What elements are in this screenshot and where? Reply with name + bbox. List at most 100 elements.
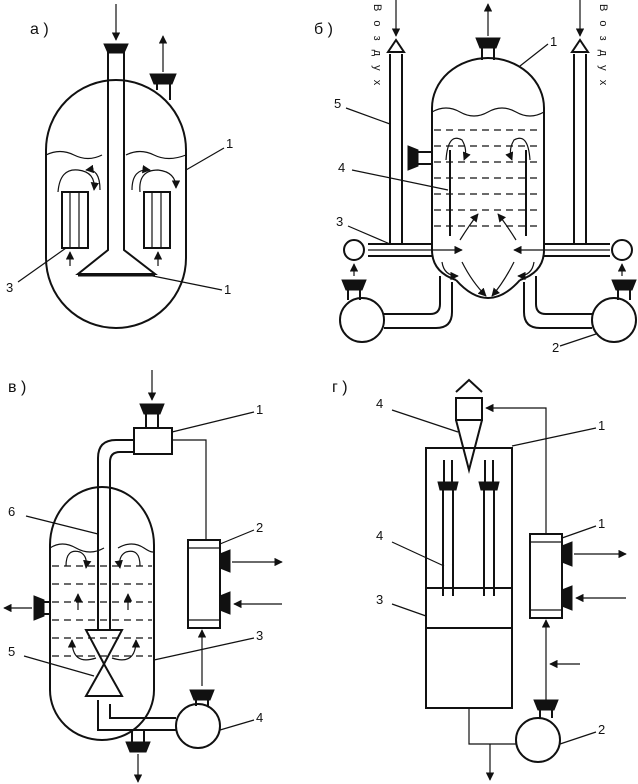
panel-b-pump-neck-right [617,290,631,300]
panel-b-liquid-surface [431,107,545,117]
panel-g-leader [559,731,597,745]
panel-a-coil-left [61,191,89,249]
panel-b-label: 5 [334,96,341,111]
panel-v-ejector-tube [97,439,134,630]
panel-b-leader [559,333,597,347]
panel-v-pump-nozzle [189,689,215,701]
panel-b-spray-arrow [441,261,459,281]
panel-g-label: 1 [598,418,605,433]
panel-v-label: 1 [256,402,263,417]
panel-g: г ) 4 [332,378,627,781]
panel-v-label: 3 [256,628,263,643]
panel-g-gas-line [485,403,547,534]
panel-b-flowmeter-left [343,239,365,261]
panel-a-label: 1 [224,282,231,297]
panel-g-tube-left-neck [443,460,453,482]
panel-b-air-right: В о з д у х [597,4,609,88]
panel-b-leader [519,43,549,67]
panel-b-label: 3 [336,214,343,229]
panel-g-bottom-line [468,708,516,745]
panel-v-label: 2 [256,520,263,535]
panel-v-mixing-neck [145,414,159,428]
panel-a-flow-arrow [57,169,100,193]
panel-b-flowmeter-right [611,239,633,261]
panel-a-leader [17,247,67,283]
panel-a: а ) 1 3 1 [6,4,233,329]
panel-v-leader [219,719,255,731]
panel-b-leader [345,107,391,125]
panel-b-flow-arrow [445,137,471,161]
panel-v-label: 4 [256,710,263,725]
panel-g-leader [511,427,597,447]
panel-b-return-left [384,276,453,329]
panel-v-hx-nozzle-out [219,549,231,573]
panel-b: б ) В о з д у х В о з д у х [314,0,637,355]
panel-a-flow-arrow [131,164,151,191]
panel-v-label: 6 [8,504,15,519]
panel-v-leader [219,529,255,545]
panel-v-return-line [97,700,176,731]
panel-b-pump-neck-left [347,290,361,300]
panel-a-flow-arrow [85,164,101,191]
panel-b-spray-arrow [497,213,517,241]
panel-b-return-right [523,276,592,329]
panel-v-vessel [49,486,155,741]
panel-v-label: 5 [8,644,15,659]
panel-g-cyclone-cap [455,378,483,393]
panel-b-spray-arrow [517,261,535,281]
panel-v-flow-arrow [67,639,97,661]
panel-b-air-left: В о з д у х [371,4,383,88]
panel-g-label: 1 [598,516,605,531]
panel-v-pump-neck [195,700,209,706]
panel-v-side-nozzle [33,595,45,621]
panel-g-pump-nozzle [533,699,559,711]
panel-v-leader [23,655,95,677]
panel-g-hx-nozzle-in [561,585,573,611]
panel-b-vessel-bottom [455,279,521,299]
panel-b-spray-arrow [491,261,515,297]
panel-v-flow-arrow [65,550,92,569]
panel-a-liquid-surface [45,150,187,160]
panel-a-coil-right [143,191,171,249]
panel-v-leader [153,637,255,661]
panel-b-air-pipe-left [389,54,403,244]
panel-b-letter: б ) [314,21,333,38]
panel-g-leader [561,525,597,539]
panel-b-feed-right [544,243,610,257]
panel-g-pump-neck [539,710,553,718]
panel-v-mixing-head-nozzle [139,403,165,415]
panel-v-gas-line [172,439,207,540]
panel-g-hx-nozzle-out [561,541,573,567]
panel-v-letter: в ) [8,379,26,396]
panel-b-label: 1 [550,34,557,49]
panel-g-letter: г ) [332,379,348,396]
panel-g-heat-exchanger [529,533,563,619]
panel-g-label: 2 [598,722,605,737]
panel-v-hx-nozzle-in [219,591,231,615]
panel-v-pump [175,703,221,749]
panel-a-label: 1 [226,136,233,151]
panel-b-air-valve-left [386,38,406,53]
panel-g-label: 4 [376,396,383,411]
panel-g-label: 4 [376,528,383,543]
panel-v-bottom-nozzle [125,741,151,753]
panel-a-leader [147,274,223,291]
panel-a-inlet-nozzle [103,43,129,54]
panel-a-leader [185,147,225,171]
panel-g-leader [391,409,459,433]
panel-g-label: 3 [376,592,383,607]
panel-g-column-middle [425,587,513,629]
panel-g-tube-right [483,490,495,596]
panel-b-leader [351,169,449,191]
panel-b-pump-nozzle-left [341,279,367,291]
panel-b-label: 2 [552,340,559,355]
panel-b-air-pipe-right [573,54,587,244]
panel-v-mixing-head [133,427,173,455]
panel-b-pump-nozzle-right [611,279,637,291]
panel-b-flow-arrow [505,137,531,161]
panel-a-gas-outlet-nozzle [149,73,177,85]
panel-v-flow-arrow [114,550,141,569]
panel-b-spray-arrow [461,261,487,297]
panel-v-leader [171,411,255,433]
